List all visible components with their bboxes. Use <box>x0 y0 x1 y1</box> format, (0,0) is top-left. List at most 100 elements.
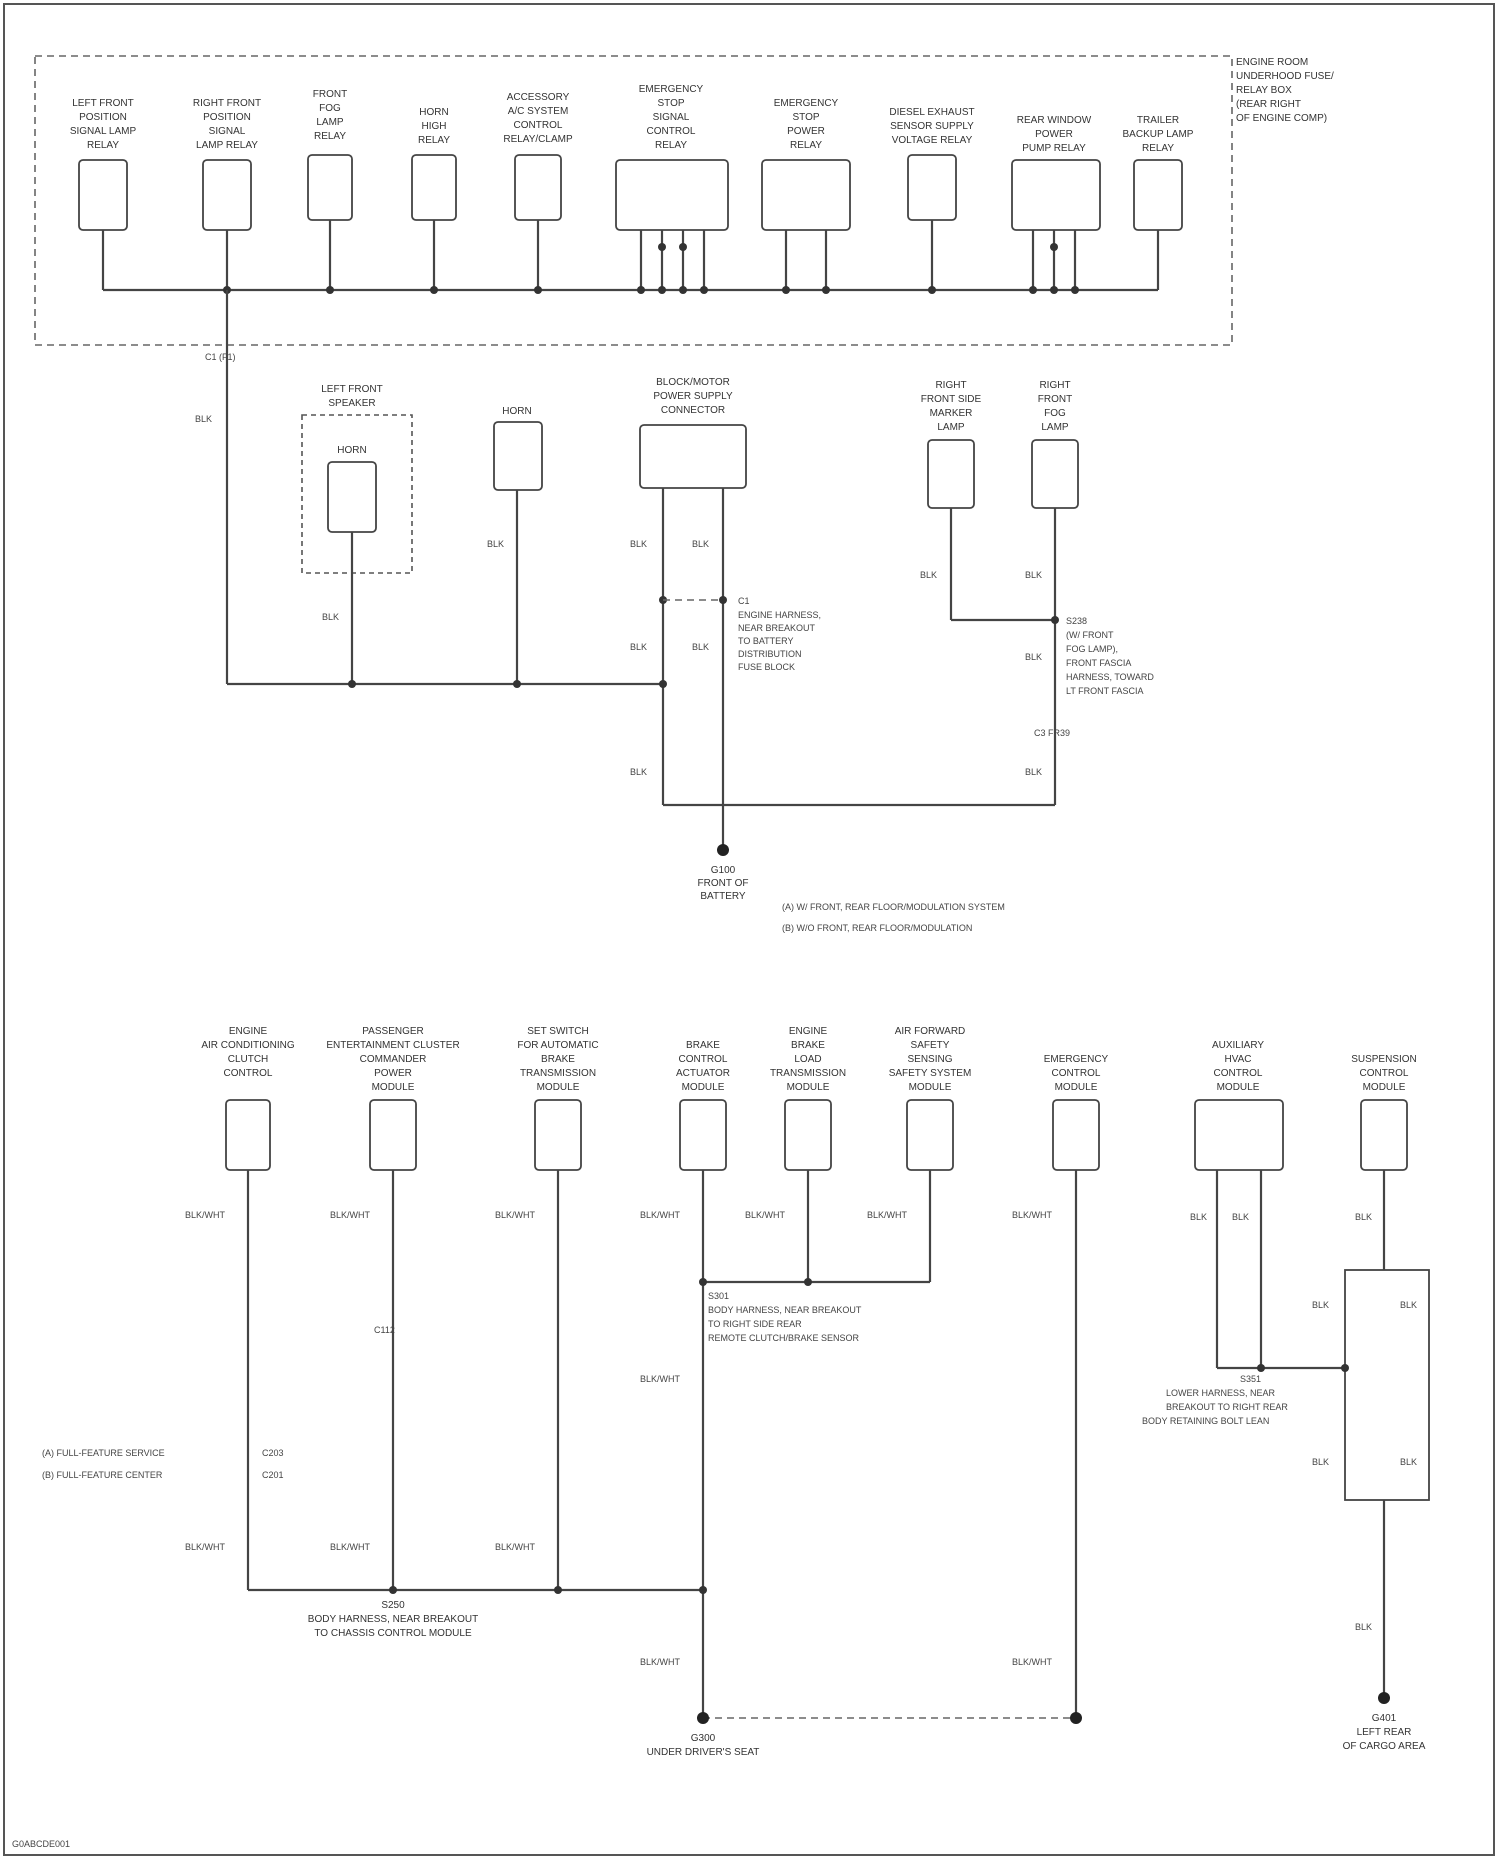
svg-text:S238: S238 <box>1066 616 1087 626</box>
svg-text:BLK/WHT: BLK/WHT <box>640 1657 681 1667</box>
svg-text:FRONT: FRONT <box>313 89 347 100</box>
legend: (A) W/ FRONT, REAR FLOOR/MODULATION SYST… <box>782 902 1005 933</box>
svg-text:REAR WINDOW: REAR WINDOW <box>1017 115 1092 126</box>
svg-text:POWER SUPPLY: POWER SUPPLY <box>653 391 733 402</box>
svg-text:LAMP: LAMP <box>1041 422 1069 433</box>
svg-text:LAMP: LAMP <box>316 117 344 128</box>
svg-text:ENGINE: ENGINE <box>229 1026 268 1037</box>
svg-text:MODULE: MODULE <box>1217 1082 1260 1093</box>
svg-text:CONTROL: CONTROL <box>1052 1068 1101 1079</box>
relay-trailer-backup-lamp: TRAILER BACKUP LAMP RELAY <box>1123 115 1194 290</box>
svg-text:BLK: BLK <box>1312 1300 1329 1310</box>
svg-text:HORN: HORN <box>337 445 366 456</box>
svg-text:(B) FULL-FEATURE CENTER: (B) FULL-FEATURE CENTER <box>42 1470 163 1480</box>
svg-text:TRAILER: TRAILER <box>1137 115 1179 126</box>
bottom-section: ENGINE AIR CONDITIONING CLUTCH CONTROL B… <box>42 1026 1429 1758</box>
svg-text:MODULE: MODULE <box>909 1082 952 1093</box>
svg-text:VOLTAGE RELAY: VOLTAGE RELAY <box>892 135 973 146</box>
top-relay-panel: ENGINE ROOM UNDERHOOD FUSE/ RELAY BOX (R… <box>35 56 1334 684</box>
svg-text:ENTERTAINMENT CLUSTER: ENTERTAINMENT CLUSTER <box>326 1040 459 1051</box>
relay-diesel-exhaust-sensor: DIESEL EXHAUST SENSOR SUPPLY VOLTAGE REL… <box>889 107 974 294</box>
svg-text:HORN: HORN <box>419 107 448 118</box>
svg-text:BLK: BLK <box>1400 1300 1417 1310</box>
splice-c1-id: C1 <box>738 596 750 606</box>
svg-text:BLK: BLK <box>1312 1457 1329 1467</box>
svg-text:C201: C201 <box>262 1470 284 1480</box>
svg-text:BLK: BLK <box>1232 1212 1249 1222</box>
svg-text:DIESEL EXHAUST: DIESEL EXHAUST <box>889 107 974 118</box>
svg-text:SIGNAL: SIGNAL <box>653 112 690 123</box>
module-passenger-entertainment: PASSENGER ENTERTAINMENT CLUSTER COMMANDE… <box>326 1026 459 1590</box>
ground-g300: G300 UNDER DRIVER'S SEAT <box>647 1733 760 1758</box>
svg-text:S351: S351 <box>1240 1374 1261 1384</box>
svg-text:ACTUATOR: ACTUATOR <box>676 1068 730 1079</box>
svg-text:A/C SYSTEM: A/C SYSTEM <box>508 106 569 117</box>
svg-text:LEFT FRONT: LEFT FRONT <box>321 384 382 395</box>
svg-text:MODULE: MODULE <box>1363 1082 1406 1093</box>
svg-text:MODULE: MODULE <box>787 1082 830 1093</box>
svg-text:RELAY: RELAY <box>655 140 687 151</box>
svg-text:EMERGENCY: EMERGENCY <box>1044 1054 1109 1065</box>
svg-text:BODY HARNESS, NEAR BREAKOUT: BODY HARNESS, NEAR BREAKOUT <box>308 1614 478 1625</box>
svg-text:SUSPENSION: SUSPENSION <box>1351 1054 1417 1065</box>
svg-text:FRONT: FRONT <box>1038 394 1072 405</box>
svg-text:RIGHT: RIGHT <box>1039 380 1070 391</box>
module-air-forward-safety: AIR FORWARD SAFETY SENSING SAFETY SYSTEM… <box>867 1026 971 1282</box>
svg-text:COMMANDER: COMMANDER <box>360 1054 427 1065</box>
svg-text:SET SWITCH: SET SWITCH <box>527 1026 588 1037</box>
svg-text:LAMP RELAY: LAMP RELAY <box>196 140 258 151</box>
svg-text:AUXILIARY: AUXILIARY <box>1212 1040 1264 1051</box>
svg-text:MODULE: MODULE <box>372 1082 415 1093</box>
svg-text:SIGNAL: SIGNAL <box>209 126 246 137</box>
svg-text:BRAKE: BRAKE <box>541 1054 575 1065</box>
svg-text:LOWER HARNESS, NEAR: LOWER HARNESS, NEAR <box>1166 1388 1276 1398</box>
svg-text:RIGHT FRONT: RIGHT FRONT <box>193 98 261 109</box>
svg-text:BRAKE: BRAKE <box>686 1040 720 1051</box>
panel-title-line1: ENGINE ROOM <box>1236 57 1308 68</box>
relay-left-front-position: LEFT FRONT POSITION SIGNAL LAMP RELAY <box>70 98 137 290</box>
svg-text:BLK: BLK <box>1400 1457 1417 1467</box>
panel-wire-label: BLK <box>195 414 212 424</box>
svg-text:(B) W/O FRONT, REAR FLOOR/MODU: (B) W/O FRONT, REAR FLOOR/MODULATION <box>782 923 972 933</box>
panel-connector-label: C1 (F1) <box>205 352 236 362</box>
svg-text:BRAKE: BRAKE <box>791 1040 825 1051</box>
svg-text:CONTROL: CONTROL <box>679 1054 728 1065</box>
svg-text:CLUTCH: CLUTCH <box>228 1054 269 1065</box>
svg-text:BLK: BLK <box>1025 767 1042 777</box>
svg-text:BLK/WHT: BLK/WHT <box>495 1210 536 1220</box>
svg-text:PUMP RELAY: PUMP RELAY <box>1022 143 1086 154</box>
power-supply-connector: BLOCK/MOTOR POWER SUPPLY CONNECTOR BLK B… <box>630 377 821 848</box>
svg-text:RELAY: RELAY <box>87 140 119 151</box>
svg-text:HVAC: HVAC <box>1224 1054 1251 1065</box>
svg-text:LOAD: LOAD <box>794 1054 821 1065</box>
svg-text:EMERGENCY: EMERGENCY <box>639 84 704 95</box>
svg-text:BLK: BLK <box>1025 652 1042 662</box>
relay-emergency-stop-signal: EMERGENCY STOP SIGNAL CONTROL RELAY <box>616 84 728 294</box>
relay-horn-high: HORN HIGH RELAY <box>412 107 456 294</box>
connector-c3-label: C3 FR39 <box>1034 728 1070 738</box>
svg-text:BACKUP LAMP: BACKUP LAMP <box>1123 129 1194 140</box>
svg-text:BLK: BLK <box>1355 1622 1372 1632</box>
svg-text:REMOTE CLUTCH/BRAKE SENSOR: REMOTE CLUTCH/BRAKE SENSOR <box>708 1333 860 1343</box>
module-brake-control: BRAKE CONTROL ACTUATOR MODULE BLK/WHT BL… <box>640 1040 730 1718</box>
svg-text:BLK/WHT: BLK/WHT <box>185 1542 226 1552</box>
footer-code: G0ABCDE001 <box>12 1839 70 1849</box>
svg-text:UNDER DRIVER'S SEAT: UNDER DRIVER'S SEAT <box>647 1747 760 1758</box>
svg-text:BLK: BLK <box>692 642 709 652</box>
svg-text:SAFETY SYSTEM: SAFETY SYSTEM <box>889 1068 972 1079</box>
svg-text:BLK/WHT: BLK/WHT <box>185 1210 226 1220</box>
svg-text:SENSING: SENSING <box>907 1054 952 1065</box>
relay-accessory-ac: ACCESSORY A/C SYSTEM CONTROL RELAY/CLAMP <box>503 92 573 294</box>
svg-text:CONNECTOR: CONNECTOR <box>661 405 725 416</box>
svg-text:FRONT OF: FRONT OF <box>698 878 749 889</box>
svg-text:OF CARGO AREA: OF CARGO AREA <box>1343 1741 1426 1752</box>
svg-text:CONTROL: CONTROL <box>224 1068 273 1079</box>
svg-text:POSITION: POSITION <box>79 112 127 123</box>
svg-text:NEAR BREAKOUT: NEAR BREAKOUT <box>738 623 816 633</box>
svg-text:LEFT REAR: LEFT REAR <box>1357 1727 1412 1738</box>
svg-text:(A) W/ FRONT, REAR FLOOR/MODUL: (A) W/ FRONT, REAR FLOOR/MODULATION SYST… <box>782 902 1005 912</box>
horn: HORN BLK <box>487 406 542 684</box>
svg-text:TRANSMISSION: TRANSMISSION <box>770 1068 846 1079</box>
panel-title-line3: RELAY BOX <box>1236 85 1292 96</box>
splice-s250: S250 BODY HARNESS, NEAR BREAKOUT TO CHAS… <box>308 1600 478 1639</box>
